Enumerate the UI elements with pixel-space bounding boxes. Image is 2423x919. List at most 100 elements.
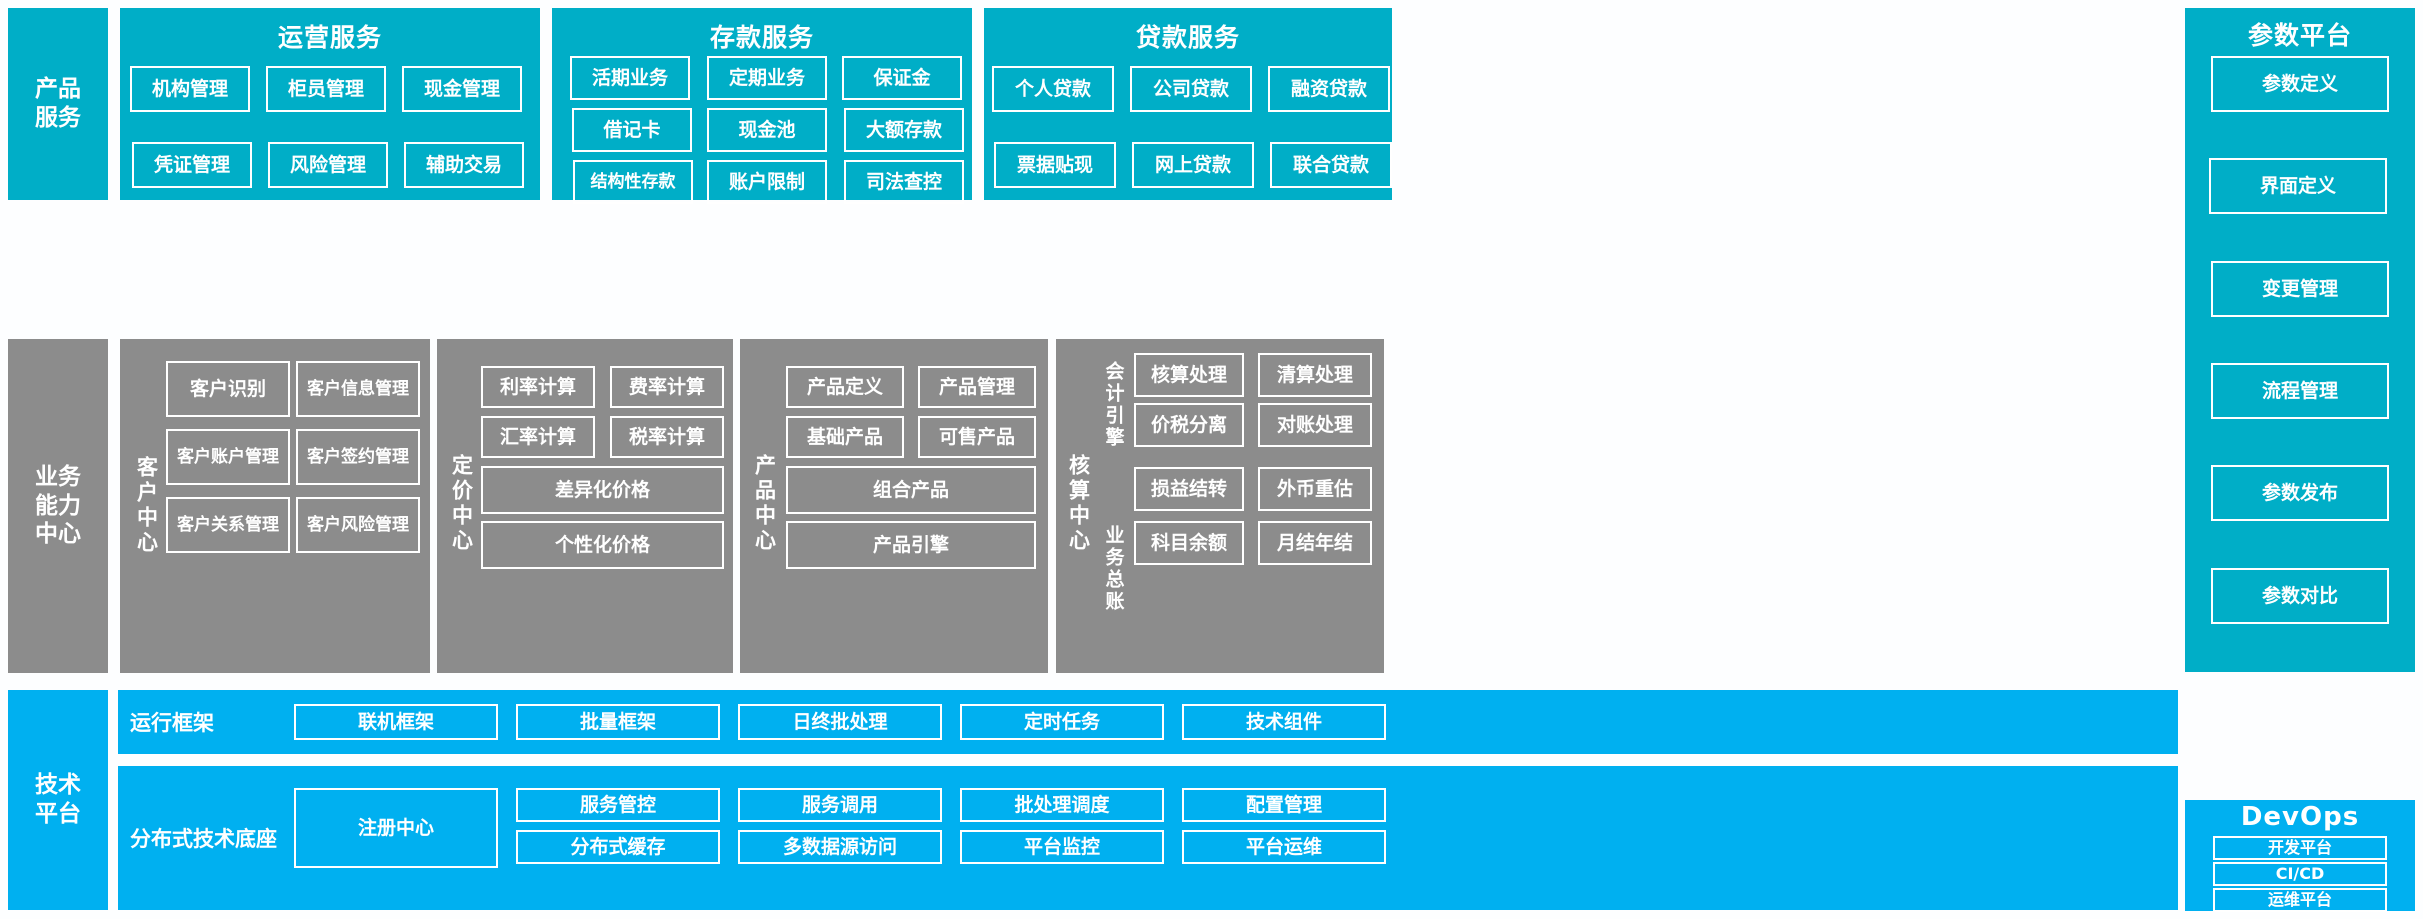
service-group-deposits: 存款服务 活期业务 定期业务 保证金 借记卡 现金池 大额存款 结构性存款 账户… xyxy=(552,8,972,204)
tech-row-distributed-base: 分布式技术底座 注册中心 服务管控 分布式缓存 服务调用 多数据源访问 批处理调… xyxy=(118,766,2178,910)
tech-item[interactable]: 技术组件 xyxy=(1182,704,1386,740)
center-product: 产品中心 产品定义 产品管理 基础产品 可售产品 组合产品 产品引擎 xyxy=(740,339,1048,673)
service-item[interactable]: 凭证管理 xyxy=(132,142,252,188)
devops-item[interactable]: CI/CD xyxy=(2213,862,2387,886)
service-item[interactable]: 网上贷款 xyxy=(1132,142,1254,188)
tech-item[interactable]: 多数据源访问 xyxy=(738,830,942,864)
tech-item-registry[interactable]: 注册中心 xyxy=(294,788,498,868)
subgroup-label: 会计引擎 xyxy=(1102,361,1125,449)
service-item[interactable]: 现金池 xyxy=(707,108,827,152)
service-item[interactable]: 定期业务 xyxy=(707,56,827,100)
service-item[interactable]: 融资贷款 xyxy=(1268,66,1390,112)
service-item[interactable]: 现金管理 xyxy=(402,66,522,112)
service-item[interactable]: 保证金 xyxy=(842,56,962,100)
devops-title: DevOps xyxy=(2240,802,2360,832)
service-item[interactable]: 大额存款 xyxy=(844,108,964,152)
parameter-platform-title: 参数平台 xyxy=(2247,21,2352,50)
center-item[interactable]: 价税分离 xyxy=(1134,403,1244,447)
service-group-operations: 运营服务 机构管理 柜员管理 现金管理 凭证管理 风险管理 辅助交易 xyxy=(120,8,540,200)
center-item[interactable]: 客户关系管理 xyxy=(166,497,290,553)
tech-item[interactable]: 平台运维 xyxy=(1182,830,1386,864)
tech-item[interactable]: 分布式缓存 xyxy=(516,830,720,864)
tech-item[interactable]: 日终批处理 xyxy=(738,704,942,740)
service-item[interactable]: 活期业务 xyxy=(570,56,690,100)
subgroup-label: 业务总账 xyxy=(1102,525,1125,613)
center-item[interactable]: 个性化价格 xyxy=(481,521,724,569)
center-item[interactable]: 清算处理 xyxy=(1258,353,1372,397)
center-label: 核算中心 xyxy=(1066,454,1091,554)
service-item[interactable]: 辅助交易 xyxy=(404,142,524,188)
center-item[interactable]: 产品引擎 xyxy=(786,521,1036,569)
service-item[interactable]: 机构管理 xyxy=(130,66,250,112)
parameter-item[interactable]: 变更管理 xyxy=(2211,261,2389,317)
service-item[interactable]: 司法查控 xyxy=(844,160,964,204)
center-item[interactable]: 基础产品 xyxy=(786,416,904,458)
center-item[interactable]: 客户签约管理 xyxy=(296,429,420,485)
tech-item[interactable]: 服务管控 xyxy=(516,788,720,822)
devops-item[interactable]: 开发平台 xyxy=(2213,836,2387,860)
center-item[interactable]: 客户风险管理 xyxy=(296,497,420,553)
service-item[interactable]: 票据贴现 xyxy=(994,142,1116,188)
tech-row-label: 分布式技术底座 xyxy=(130,827,277,851)
technical-platform-label: 技术 平台 xyxy=(35,772,81,827)
tech-item[interactable]: 批量框架 xyxy=(516,704,720,740)
tech-row-runtime-framework: 运行框架 联机框架 批量框架 日终批处理 定时任务 技术组件 xyxy=(118,690,2178,754)
center-item[interactable]: 损益结转 xyxy=(1134,467,1244,511)
center-customer: 客户中心 客户识别 客户信息管理 客户账户管理 客户签约管理 客户关系管理 客户… xyxy=(120,339,430,673)
tech-item[interactable]: 服务调用 xyxy=(738,788,942,822)
center-item[interactable]: 客户识别 xyxy=(166,361,290,417)
tech-item[interactable]: 定时任务 xyxy=(960,704,1164,740)
service-item[interactable]: 联合贷款 xyxy=(1270,142,1392,188)
service-item[interactable]: 借记卡 xyxy=(572,108,692,152)
center-item[interactable]: 费率计算 xyxy=(610,366,724,408)
parameter-item[interactable]: 参数发布 xyxy=(2211,465,2389,521)
tech-item[interactable]: 配置管理 xyxy=(1182,788,1386,822)
business-capability-label: 业务 能力 中心 xyxy=(35,463,81,548)
center-item[interactable]: 产品管理 xyxy=(918,366,1036,408)
service-group-title: 运营服务 xyxy=(277,23,382,52)
product-service-label: 产品 服务 xyxy=(35,76,81,131)
devops-item[interactable]: 运维平台 xyxy=(2213,888,2387,912)
center-item[interactable]: 外币重估 xyxy=(1258,467,1372,511)
center-pricing: 定价中心 利率计算 费率计算 汇率计算 税率计算 差异化价格 个性化价格 xyxy=(437,339,733,673)
business-capability-band: 业务 能力 中心 xyxy=(8,339,108,673)
technical-platform-band: 技术 平台 xyxy=(8,690,108,910)
center-item[interactable]: 产品定义 xyxy=(786,366,904,408)
center-item[interactable]: 利率计算 xyxy=(481,366,595,408)
center-item[interactable]: 汇率计算 xyxy=(481,416,595,458)
parameter-item[interactable]: 流程管理 xyxy=(2211,363,2389,419)
center-item[interactable]: 科目余额 xyxy=(1134,521,1244,565)
center-item[interactable]: 差异化价格 xyxy=(481,466,724,514)
product-service-band: 产品 服务 xyxy=(8,8,108,200)
parameter-item[interactable]: 参数定义 xyxy=(2211,56,2389,112)
service-group-loans: 贷款服务 个人贷款 公司贷款 融资贷款 票据贴现 网上贷款 联合贷款 xyxy=(984,8,1392,200)
center-item[interactable]: 核算处理 xyxy=(1134,353,1244,397)
service-item[interactable]: 公司贷款 xyxy=(1130,66,1252,112)
service-item[interactable]: 风险管理 xyxy=(268,142,388,188)
tech-item[interactable]: 联机框架 xyxy=(294,704,498,740)
center-item[interactable]: 对账处理 xyxy=(1258,403,1372,447)
service-item[interactable]: 柜员管理 xyxy=(266,66,386,112)
tech-item[interactable]: 批处理调度 xyxy=(960,788,1164,822)
center-accounting: 核算中心 会计引擎 业务总账 核算处理 清算处理 价税分离 对账处理 损益结转 … xyxy=(1056,339,1384,673)
service-item[interactable]: 个人贷款 xyxy=(992,66,1114,112)
parameter-item[interactable]: 参数对比 xyxy=(2211,568,2389,624)
service-item[interactable]: 结构性存款 xyxy=(573,160,693,204)
center-label: 客户中心 xyxy=(134,456,159,556)
center-item[interactable]: 可售产品 xyxy=(918,416,1036,458)
center-item[interactable]: 月结年结 xyxy=(1258,521,1372,565)
center-item[interactable]: 客户账户管理 xyxy=(166,429,290,485)
tech-row-label: 运行框架 xyxy=(130,711,214,735)
tech-item[interactable]: 平台监控 xyxy=(960,830,1164,864)
center-label: 定价中心 xyxy=(449,454,474,554)
service-group-title: 存款服务 xyxy=(709,23,814,52)
center-label: 产品中心 xyxy=(752,454,777,554)
center-item[interactable]: 组合产品 xyxy=(786,466,1036,514)
parameter-platform-panel: 参数平台 参数定义 界面定义 变更管理 流程管理 参数发布 参数对比 xyxy=(2185,8,2415,672)
center-item[interactable]: 税率计算 xyxy=(610,416,724,458)
parameter-item[interactable]: 界面定义 xyxy=(2209,158,2387,214)
service-item[interactable]: 账户限制 xyxy=(707,160,827,204)
devops-panel: DevOps 开发平台 CI/CD 运维平台 xyxy=(2185,800,2415,912)
center-item[interactable]: 客户信息管理 xyxy=(296,361,420,417)
